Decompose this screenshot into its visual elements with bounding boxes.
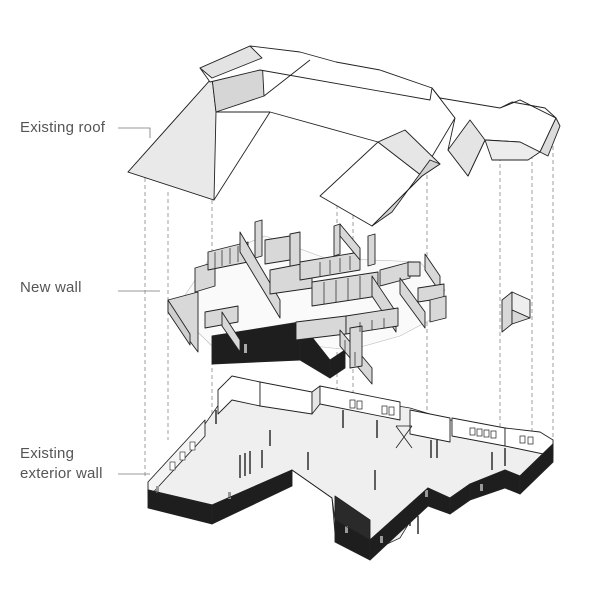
wall-panel <box>204 305 239 329</box>
front-wall-top-edge <box>147 443 554 541</box>
existing-exterior-wall-label: Existing exterior wall <box>20 444 103 484</box>
exterior-label-line-2: exterior wall <box>20 465 103 482</box>
door-opening <box>395 425 413 449</box>
wall-panel <box>167 291 199 353</box>
wall-panel <box>429 295 447 323</box>
dark-base-opening <box>244 344 247 353</box>
new-wall-dark-base-end <box>329 349 346 379</box>
new-wall-layer <box>167 219 531 385</box>
wall-panel <box>407 261 421 277</box>
existing-roof-label: Existing roof <box>20 119 106 136</box>
wall-panel <box>254 219 263 259</box>
wall-panel <box>349 325 363 369</box>
back-wall-windows <box>349 399 534 445</box>
new-wall-label: New wall <box>20 279 82 296</box>
roof-left-hip <box>127 77 217 201</box>
roof-right-lower <box>484 139 541 161</box>
wall-panel <box>399 277 426 329</box>
wall-panel <box>167 299 191 346</box>
roof-right-end <box>539 117 561 157</box>
roof-ridge-end <box>199 45 263 79</box>
isolated-wall-panel-return <box>511 309 531 325</box>
left-wall-windows <box>169 441 196 471</box>
exterior-label-line-1: Existing <box>20 445 75 462</box>
window-strips <box>214 246 385 366</box>
roof-slope-line <box>263 59 311 97</box>
roof-right-wing <box>431 87 557 177</box>
wall-panel <box>339 223 361 261</box>
isolated-wall-panel <box>501 291 513 333</box>
wall-panel <box>239 231 281 319</box>
wall-panel <box>379 261 411 287</box>
roof-gable-shadow <box>371 159 441 227</box>
existing-exterior-wall <box>147 375 554 561</box>
roof-leader-line <box>118 127 151 138</box>
existing-roof <box>127 45 561 227</box>
roof-right-ridge <box>499 99 557 119</box>
wall-panel <box>221 311 241 353</box>
front-wall-openings <box>156 484 483 543</box>
wall-panel <box>367 233 376 267</box>
wall-panel <box>333 223 341 257</box>
wall-panel <box>264 235 291 265</box>
